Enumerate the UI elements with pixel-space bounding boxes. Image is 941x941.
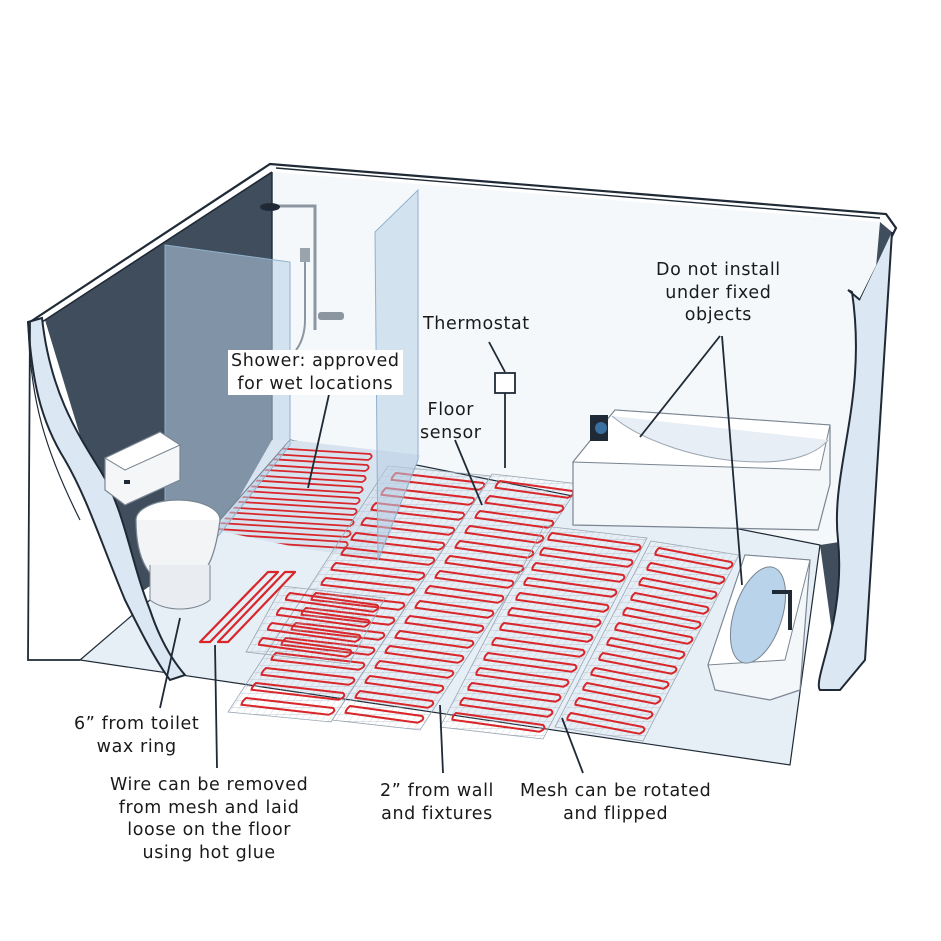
label-mesh-rotated-line-1: Mesh can be rotated xyxy=(520,781,712,801)
label-mesh-rotated-line-2: and flipped xyxy=(563,803,669,824)
heating-wire-loop xyxy=(475,666,570,688)
heating-wire-loop xyxy=(364,674,445,694)
label-thermostat: Thermostat xyxy=(423,313,530,336)
label-wire-removed-line-2: from mesh and laid xyxy=(118,797,300,818)
label-floor-sensor: Floor sensor xyxy=(420,399,482,444)
heating-wire-loop xyxy=(531,561,626,583)
heating-wire-loop xyxy=(582,681,662,705)
label-wire-removed-line-1: Wire can be removed xyxy=(110,775,309,795)
mesh-backing xyxy=(331,473,581,731)
label-shower: Shower: approved for wet locations xyxy=(228,350,403,395)
label-fixed-objects-line-3: objects xyxy=(684,305,752,325)
heating-wire-loop xyxy=(344,704,425,724)
label-fixed-objects-line-2: under fixed xyxy=(665,282,772,303)
thermostat-icon xyxy=(494,372,516,394)
heating-wire-loop xyxy=(260,666,356,686)
label-wire-removed-line-4: using hot glue xyxy=(142,842,276,863)
heating-wire-loop xyxy=(654,546,734,570)
heating-wire-loop xyxy=(414,599,495,619)
heating-wire-loop xyxy=(614,621,694,645)
label-wall-distance-line-1: 2” from wall xyxy=(380,781,495,801)
loose-wire xyxy=(198,570,297,644)
toilet-icon xyxy=(103,431,221,610)
sink-icon xyxy=(707,554,811,701)
heating-wire-loop xyxy=(566,711,646,735)
heating-wire-loop xyxy=(384,644,465,664)
heating-wire-loop xyxy=(330,561,426,581)
heating-wire-loop xyxy=(394,629,475,649)
heating-wire-loop xyxy=(434,569,515,589)
label-wall-distance-line-2: and fixtures xyxy=(381,803,493,824)
heating-wire-loop xyxy=(507,606,602,628)
heating-wire-loop xyxy=(257,636,353,658)
mesh-backing xyxy=(245,585,386,665)
label-toilet-line-2: wax ring xyxy=(96,736,177,757)
heating-wire-loop xyxy=(424,584,505,604)
label-fixed-objects-line-1: Do not install xyxy=(656,260,781,280)
heating-wire-loop xyxy=(340,546,436,566)
heating-wire-loop xyxy=(491,636,586,658)
label-mesh-rotated: Mesh can be rotated and flipped xyxy=(520,780,711,825)
heating-wire-loop xyxy=(451,711,546,733)
heating-mats xyxy=(227,465,740,742)
heating-wire-loop xyxy=(354,689,435,709)
heating-wire-loop xyxy=(266,621,362,643)
heating-wire-loop xyxy=(360,516,456,536)
mesh-backing xyxy=(554,540,740,742)
heating-wire-loop xyxy=(638,576,718,600)
heating-wire-loop xyxy=(523,576,618,598)
front-left-wall xyxy=(26,316,187,682)
heating-wire-loop xyxy=(630,591,710,615)
heating-wire-loop xyxy=(484,494,565,514)
label-wire-removed-line-3: loose on the floor xyxy=(127,820,292,840)
heating-mat xyxy=(245,585,386,665)
heating-mat xyxy=(554,540,740,742)
heating-wire-loop xyxy=(574,696,654,720)
label-shower-line-1: Shower: approved xyxy=(231,351,400,371)
label-toilet-line-1: 6” from toilet xyxy=(74,714,200,734)
heating-wire-loop xyxy=(646,561,726,585)
heating-wire-loop xyxy=(284,591,380,613)
heating-wire-loop xyxy=(515,591,610,613)
heating-wire-loop xyxy=(350,531,446,551)
heating-wire-loop xyxy=(483,651,578,673)
label-toilet: 6” from toilet wax ring xyxy=(74,713,199,758)
heating-mat xyxy=(439,525,648,740)
heating-wire-loop xyxy=(370,501,466,521)
heating-wire-loop xyxy=(404,614,485,634)
bathtub-icon xyxy=(571,409,831,531)
heating-wire-loop xyxy=(240,696,336,716)
shower-head-icon xyxy=(260,203,344,351)
label-fixed-objects: Do not install under fixed objects xyxy=(656,259,781,327)
label-floor-sensor-line-1: Floor xyxy=(427,400,475,420)
heating-wire-loop xyxy=(622,606,702,630)
heating-wire-loop xyxy=(374,659,455,679)
heating-wire-loop xyxy=(459,696,554,718)
heating-wire-loop xyxy=(606,636,686,660)
heating-wire-loop xyxy=(499,621,594,643)
heating-wire-loop xyxy=(320,576,416,596)
heating-wire-loop xyxy=(547,531,642,553)
label-wall-distance: 2” from wall and fixtures xyxy=(380,780,494,825)
label-shower-line-2: for wet locations xyxy=(237,373,394,394)
label-wire-removed: Wire can be removed from mesh and laid l… xyxy=(110,774,308,864)
heating-wire-loop xyxy=(250,681,346,701)
heating-wire-loop xyxy=(590,666,670,690)
heating-wire-loop xyxy=(598,651,678,675)
label-thermostat-line: Thermostat xyxy=(423,314,530,334)
heating-wire-loop xyxy=(275,606,371,628)
callout-lines xyxy=(159,335,743,774)
label-floor-sensor-line-2: sensor xyxy=(420,422,482,443)
heating-wire-loop xyxy=(467,681,562,703)
heating-wire-loop xyxy=(539,546,634,568)
